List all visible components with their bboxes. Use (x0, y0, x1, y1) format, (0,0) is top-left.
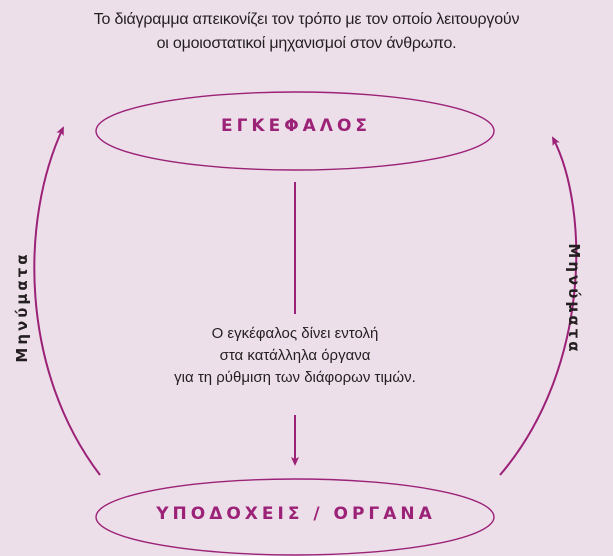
brain-node-ellipse (95, 91, 495, 171)
command-description: Ο εγκέφαλος δίνει εντολή στα κατάλληλα ό… (170, 323, 420, 389)
caption-line-2: οι ομοιοστατικοί μηχανισμοί στον άνθρωπο… (156, 35, 457, 52)
brain-node-label: ΕΓΚΕΦΑΛΟΣ (220, 116, 372, 136)
receptors-node-ellipse (95, 478, 495, 556)
messages-arrow-left (33, 126, 101, 476)
receptors-node-label: ΥΠΟΔΟΧΕΙΣ / ΟΡΓΑΝΑ (156, 504, 436, 524)
command-line-1: Ο εγκέφαλος δίνει εντολή (211, 325, 379, 342)
messages-label-right: Μηνύματα (565, 243, 583, 355)
messages-arrow-right (499, 136, 578, 476)
command-line-2: στα κατάλληλα όργανα (219, 347, 371, 364)
diagram-caption: Το διάγραμμα απεικονίζει τον τρόπο με το… (0, 8, 613, 56)
command-line-3: για τη ρύθμιση των διάφορων τιμών. (174, 369, 416, 386)
messages-label-left: Μηνύματα (13, 251, 31, 363)
caption-line-1: Το διάγραμμα απεικονίζει τον τρόπο με το… (93, 11, 520, 28)
